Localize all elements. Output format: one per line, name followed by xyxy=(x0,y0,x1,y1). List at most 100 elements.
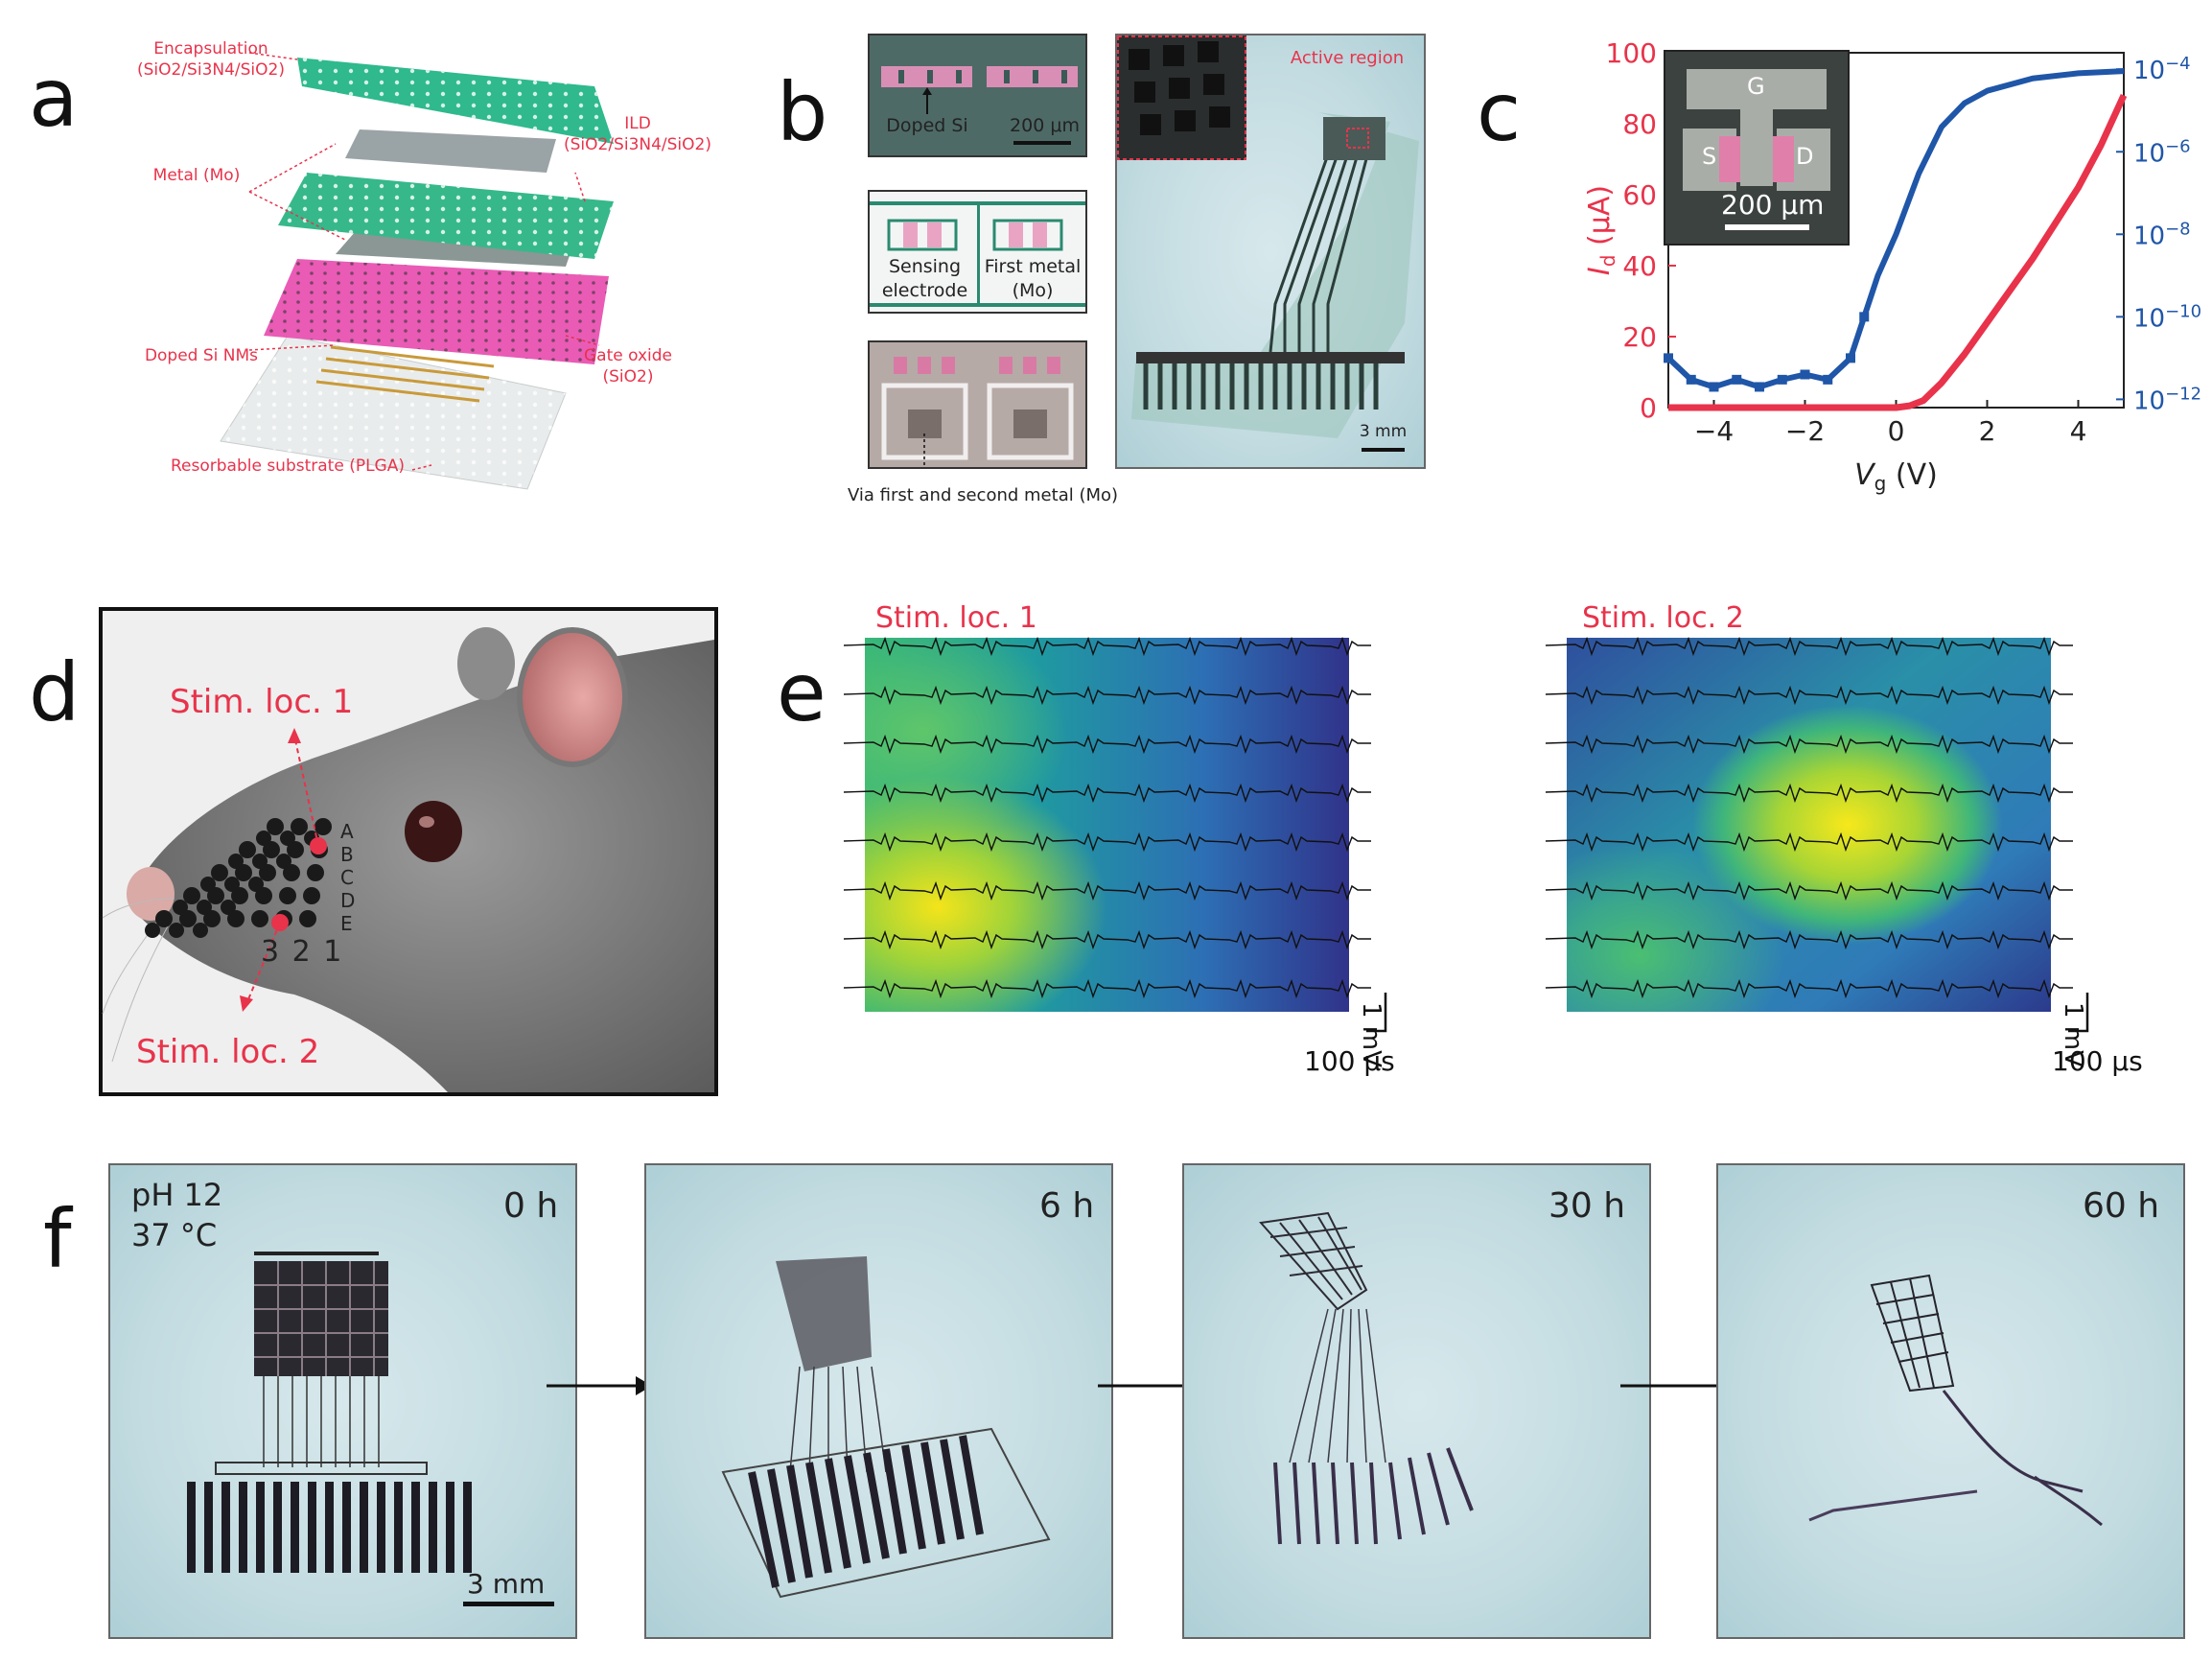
electrode-dot xyxy=(155,910,173,927)
x-tick-label-1: −2 xyxy=(1785,415,1825,447)
label-first-metal-mo: (Mo) xyxy=(1012,279,1054,301)
transistor-inset: G S D 200 μm xyxy=(1664,50,1850,246)
panel-b-letter: b xyxy=(777,65,828,159)
electrode-dot xyxy=(239,841,256,858)
ecog-trace xyxy=(1545,783,2073,804)
panel-f-letter: f xyxy=(43,1192,72,1286)
photo-device-active-region: Active region 3 mm xyxy=(1115,34,1426,469)
panel-a-letter: a xyxy=(29,51,79,145)
x-axis-label: Vg (V) xyxy=(1854,458,1938,495)
time-label-30: 30 h xyxy=(1548,1186,1626,1226)
label-ild-formula: (SiO2/Si3N4/SiO2) xyxy=(563,135,711,155)
ecog-trace xyxy=(1545,978,2073,999)
ecog-trace xyxy=(1545,929,2073,950)
inset-gate-label: G xyxy=(1747,73,1765,100)
rat-illustration: Stim. loc. 1 Stim. loc. 2 A B C D E 3 2 … xyxy=(99,607,718,1096)
ecog-trace xyxy=(1545,831,2073,853)
electrode-dot xyxy=(231,887,248,904)
electrode-dot xyxy=(252,854,268,869)
photo-0h: pH 12 37 °C 0 h 3 mm xyxy=(108,1163,577,1639)
electrode-dot xyxy=(291,818,308,835)
electrode-dot xyxy=(248,877,264,892)
layer-metal-2 xyxy=(345,129,556,173)
log-point-8 xyxy=(1846,353,1855,363)
log-point-5 xyxy=(1777,374,1787,385)
label-metal: Metal (Mo) xyxy=(152,166,241,185)
label-doped-si: Doped Si xyxy=(886,115,968,136)
label-encapsulation-formula: (SiO2/Si3N4/SiO2) xyxy=(136,60,285,81)
x-tick-label-2: 0 xyxy=(1888,415,1905,447)
scale-t-left: 100 μs xyxy=(1304,1045,1395,1077)
electrode-dot xyxy=(179,910,197,927)
y-tick-label-3: 60 xyxy=(1622,179,1657,211)
condition-temp: 37 °C xyxy=(131,1217,218,1253)
photo-30h: 30 h xyxy=(1182,1163,1651,1639)
micrograph-sensing-electrode: Sensing electrode First metal (Mo) xyxy=(868,190,1087,314)
electrode-dot xyxy=(287,841,304,858)
label-doped-si-nms: Doped Si NMs xyxy=(144,346,259,365)
label-electrode: electrode xyxy=(881,279,968,301)
log-point-3 xyxy=(1732,374,1742,385)
electrode-row-labels: A B C D E xyxy=(340,820,355,935)
y2-tick-label-3: 10−6 xyxy=(2133,136,2191,168)
y-axis-label: Id (μA) xyxy=(1583,185,1619,275)
electrode-dot xyxy=(256,831,271,846)
time-label-0: 0 h xyxy=(503,1186,559,1226)
label-gate-oxide: Gate oxide xyxy=(583,346,673,365)
electrode-dot xyxy=(299,910,316,927)
y2-tick-label-2: 10−8 xyxy=(2133,219,2191,250)
electrode-dot xyxy=(255,887,272,904)
electrode-dot xyxy=(283,864,300,881)
label-encapsulation: Encapsulation xyxy=(153,39,268,59)
label-ild: ILD xyxy=(624,114,651,133)
ecog-trace xyxy=(1545,734,2073,755)
inset-scale-label: 200 μm xyxy=(1721,189,1825,221)
ecog-trace xyxy=(843,636,1371,657)
electrode-dot xyxy=(207,887,224,904)
y2-tick-label-4: 10−4 xyxy=(2133,54,2191,85)
x-tick-label-3: 2 xyxy=(1979,415,1996,447)
heatmap-left-title: Stim. loc. 1 xyxy=(875,601,1037,635)
log-point-4 xyxy=(1755,382,1764,392)
log-point-2 xyxy=(1709,382,1719,392)
micrograph-via xyxy=(868,340,1087,469)
row-b: B xyxy=(340,843,354,866)
electrode-dot xyxy=(200,877,216,892)
ecog-trace xyxy=(843,685,1371,706)
scale-3mm-b: 3 mm xyxy=(1359,422,1408,441)
log-point-0 xyxy=(1664,353,1673,363)
series-id-linear xyxy=(1668,93,2128,411)
electrode-dot xyxy=(280,831,295,846)
ecog-trace xyxy=(843,880,1371,901)
inset-source-label: S xyxy=(1702,143,1717,170)
x-tick-label-0: −4 xyxy=(1694,415,1734,447)
y-tick-label-5: 100 xyxy=(1606,37,1657,69)
y-tick-label-4: 80 xyxy=(1622,108,1657,140)
panel-c-letter: c xyxy=(1477,65,1522,159)
stim-loc-2-label: Stim. loc. 2 xyxy=(136,1033,320,1071)
panel-d-letter: d xyxy=(29,645,81,739)
electrode-dot xyxy=(211,864,228,881)
electrode-dot xyxy=(251,910,268,927)
electrode-dot xyxy=(224,877,240,892)
row-e: E xyxy=(340,912,353,935)
electrode-dot xyxy=(307,864,324,881)
row-d: D xyxy=(340,889,356,912)
electrode-dot xyxy=(263,841,280,858)
row-a: A xyxy=(340,820,354,843)
log-point-1 xyxy=(1686,374,1696,385)
electrode-dot xyxy=(259,864,276,881)
x-tick-label-4: 4 xyxy=(2070,415,2087,447)
inset-drain-label: D xyxy=(1796,143,1814,170)
ecog-trace xyxy=(1545,880,2073,901)
scale-bar-left xyxy=(1366,993,1387,1033)
scale-3mm-f: 3 mm xyxy=(467,1568,546,1600)
electrode-dot xyxy=(145,923,160,938)
heatmap-left xyxy=(843,636,1371,1012)
label-sensing: Sensing xyxy=(888,256,962,277)
electrode-dot xyxy=(228,854,244,869)
electrode-dot xyxy=(193,923,208,938)
photo-6h: 6 h xyxy=(644,1163,1113,1639)
y2-tick-label-1: 10−10 xyxy=(2133,301,2201,333)
